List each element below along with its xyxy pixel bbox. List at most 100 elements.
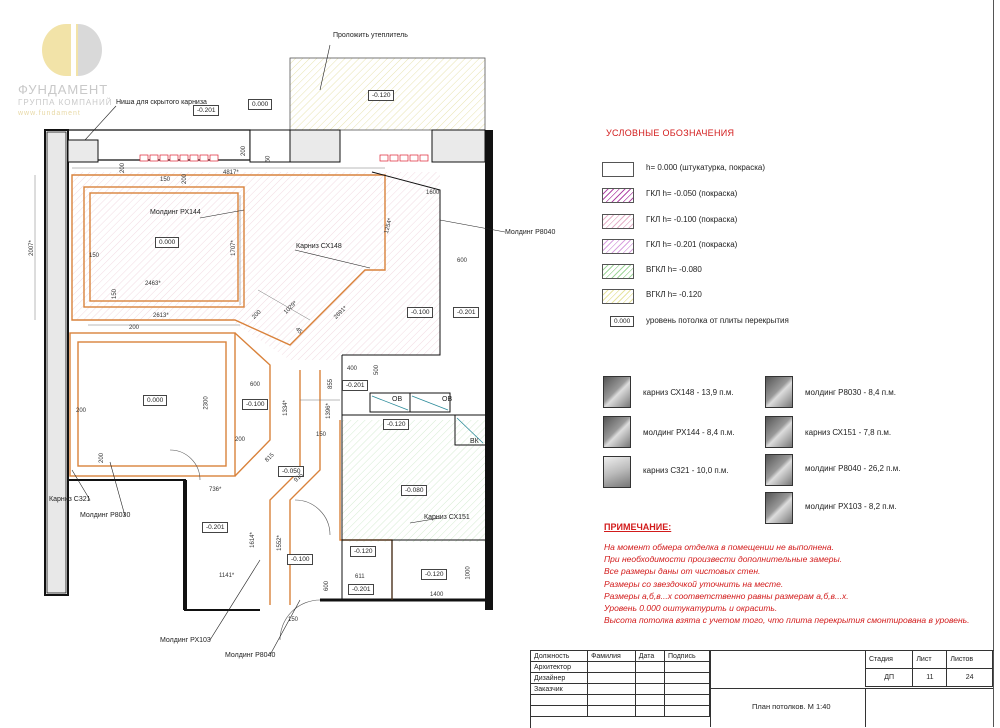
dim-1400: 1400 (430, 592, 444, 598)
title-block-divider-3 (865, 688, 866, 727)
material-thumb-5 (765, 454, 793, 486)
note-line: Размеры со звездочкой уточнить на месте. (604, 578, 784, 589)
notes-list: На момент обмера отделка в помещении не … (604, 541, 969, 626)
dim-200e: 200 (235, 437, 246, 443)
legend-label-4: ВГКЛ h= -0.080 (646, 265, 702, 274)
dim-855: 855 (328, 378, 335, 390)
dim-200f: 200 (99, 452, 106, 464)
label-cornice-cx151: Карниз СХ151 (424, 514, 470, 521)
dim-500a: 500 (374, 364, 381, 376)
logo-site: www.fundament (18, 110, 81, 117)
logo-mark-icon (42, 24, 102, 76)
legend: h= 0.000 (штукатурка, покраска) ГКЛ h= -… (602, 158, 842, 328)
dim-736: 736* (209, 487, 222, 493)
stage-header: Стадия (864, 650, 914, 669)
dim-1396: 1396* (325, 403, 332, 419)
level-room2: 0.000 (143, 395, 168, 406)
dim-200b: 200 (120, 162, 127, 174)
dim-2463: 2463* (145, 281, 161, 287)
dim-600b: 600 (250, 382, 261, 388)
level-wc1: -0.120 (350, 546, 377, 557)
title-block-divider-2 (710, 688, 993, 689)
material-thumb-2 (603, 456, 631, 488)
level-corridor-b: -0.201 (342, 380, 369, 391)
dim-150d: 150 (316, 432, 327, 438)
drawing-title: План потолков. М 1:40 (752, 702, 831, 711)
level-niche-box: -0.201 (193, 105, 220, 116)
dim-1334: 1334* (282, 400, 289, 416)
dim-611: 611 (355, 574, 365, 580)
legend-label-3: ГКЛ h= -0.201 (покраска) (646, 240, 738, 249)
legend-swatch-1 (602, 188, 634, 203)
dim-200g: 200 (129, 325, 140, 331)
level-balcony: -0.120 (368, 90, 395, 101)
legend-swatch-3 (602, 239, 634, 254)
sheets-header: Листов (946, 650, 993, 669)
label-molding-p8040-bottom: Молдинг Р8040 (225, 652, 276, 659)
dim-150e: 150 (288, 617, 299, 623)
note-line: При необходимости произвести дополнитель… (604, 554, 843, 565)
dim-200a: 200 (241, 145, 248, 157)
note-line: Все размеры даны от чистовых стен. (604, 566, 761, 577)
material-label-6: молдинг РХ103 - 8,2 п.м. (805, 502, 897, 511)
legend-label-5: ВГКЛ h= -0.120 (646, 290, 702, 299)
legend-label-2: ГКЛ h= -0.100 (покраска) (646, 215, 738, 224)
label-insulation: Проложить утеплитель (333, 32, 408, 39)
dim-1552: 1552* (276, 535, 283, 551)
company-logo: ФУНДАМЕНТ ГРУППА КОМПАНИЙ www.fundament (18, 14, 138, 124)
logo-subtitle: ГРУППА КОМПАНИЙ (18, 98, 113, 107)
level-hall2: -0.120 (383, 419, 410, 430)
level-bottom-mid: -0.100 (287, 554, 314, 565)
dim-2613: 2613* (153, 313, 169, 319)
label-molding-rx144: Молдинг РХ144 (150, 209, 201, 216)
dim-2007: 2007* (28, 240, 35, 256)
legend-swatch-5 (602, 289, 634, 304)
logo-name: ФУНДАМЕНТ (18, 82, 109, 97)
legend-swatch-4 (602, 264, 634, 279)
dim-150b: 150 (89, 253, 100, 259)
level-right: -0.201 (453, 307, 480, 318)
level-left-bottom: -0.201 (202, 522, 229, 533)
col-sign: Подпись (663, 650, 711, 662)
material-thumb-4 (765, 416, 793, 448)
label-cornice-cx148: Карниз СХ148 (296, 243, 342, 250)
col-date: Дата (634, 650, 665, 662)
legend-swatch-2 (602, 214, 634, 229)
legend-level-label: уровень потолка от плиты перекрытия (646, 316, 789, 325)
label-ov-1: ОВ (392, 396, 403, 403)
dim-150a: 150 (160, 177, 171, 183)
label-cornice-c321: Карниз С321 (49, 496, 91, 503)
sheet-frame (993, 0, 994, 727)
notes-title: ПРИМЕЧАНИЕ: (604, 522, 672, 532)
col-name: Фамилия (587, 650, 636, 662)
level-room1: 0.000 (155, 237, 180, 248)
col-role: Должность (529, 650, 589, 662)
material-label-1: молдинг РХ144 - 8,4 п.м. (643, 428, 735, 437)
material-label-5: молдинг Р8040 - 26,2 п.м. (805, 464, 901, 473)
dim-200d: 200 (76, 408, 87, 414)
material-label-3: молдинг Р8030 - 8,4 п.м. (805, 388, 896, 397)
title-block-signatures: Должность Фамилия Дата Подпись Архитекто… (529, 650, 711, 717)
label-molding-p8030: Молдинг Р8030 (80, 512, 131, 519)
sheet-header: Лист (912, 650, 948, 669)
legend-label-1: ГКЛ h= -0.050 (покраска) (646, 189, 738, 198)
role-architect: Архитектор (529, 661, 589, 673)
note-line: Уровень 0.000 оштукатурить и окрасить. (604, 603, 778, 614)
dim-1600: 1600 (426, 190, 440, 196)
dim-2300: 2300 (203, 396, 210, 410)
dim-4817: 4817* (223, 170, 239, 176)
label-molding-p8040-right: Молдинг Р8040 (505, 229, 556, 236)
legend-title: УСЛОВНЫЕ ОБОЗНАЧЕНИЯ (606, 128, 735, 138)
label-molding-rx103: Молдинг РХ103 (160, 637, 211, 644)
level-wc3: -0.201 (348, 584, 375, 595)
material-thumb-6 (765, 492, 793, 524)
dim-150c: 150 (112, 288, 119, 300)
material-thumb-3 (765, 376, 793, 408)
title-block-sheet-info: Стадия Лист Листов ДП 11 24 (864, 650, 993, 687)
level-top-box: 0.000 (248, 99, 273, 110)
material-label-0: карниз СХ148 - 13,9 п.м. (643, 388, 734, 397)
material-thumb-0 (603, 376, 631, 408)
label-niche: Ниша для скрытого карниза (116, 99, 207, 106)
dim-600a: 600 (457, 258, 468, 264)
dim-1000: 1000 (465, 566, 472, 580)
